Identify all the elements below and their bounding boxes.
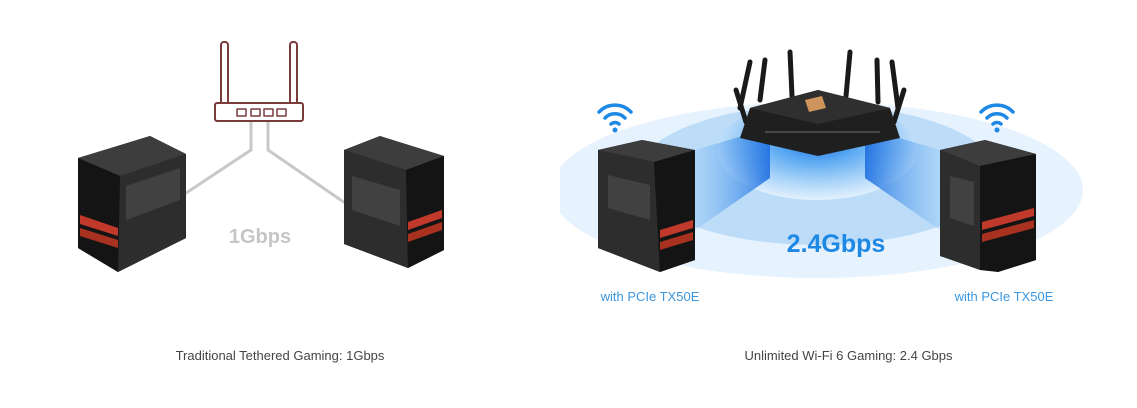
pcie-card-label-left: with PCIe TX50E (600, 289, 700, 304)
wifi6-gaming-panel: 2.4Gbps with PCIe TX50E with PCIe TX50E … (560, 0, 1137, 408)
beam-right (865, 128, 940, 230)
gaming-pc-icon (344, 136, 444, 268)
gaming-pc-icon (940, 140, 1036, 272)
gaming-pc-icon (78, 136, 186, 272)
tethered-caption: Traditional Tethered Gaming: 1Gbps (175, 348, 385, 363)
wifi6-diagram (560, 49, 1083, 278)
cable-left (167, 120, 253, 207)
wifi6-router-icon (733, 49, 907, 156)
ethernet-cables (167, 120, 349, 207)
wired-speed-label: 1Gbps (228, 226, 292, 248)
pcie-card-label-right: with PCIe TX50E (954, 289, 1054, 304)
wifi-icon (979, 103, 1015, 133)
router-outline-icon (214, 41, 304, 122)
tethered-gaming-panel: 1Gbps Traditional Tethered Gaming: 1Gbps (0, 0, 560, 408)
tethered-diagram (78, 41, 444, 272)
beam-left (695, 128, 770, 230)
wifi6-caption: Unlimited Wi-Fi 6 Gaming: 2.4 Gbps (744, 348, 953, 363)
wifi-icon (597, 103, 633, 133)
gaming-pc-icon (598, 140, 695, 272)
cable-right (266, 120, 349, 207)
wireless-speed-label: 2.4Gbps (786, 230, 886, 258)
